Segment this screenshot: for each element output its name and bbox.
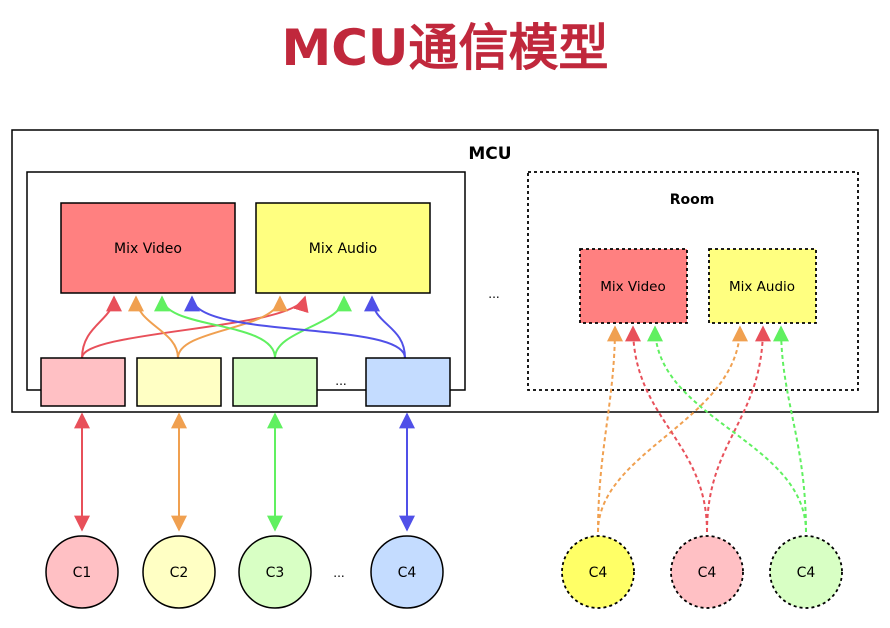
port-c4 bbox=[365, 357, 451, 407]
port-c3 bbox=[232, 357, 318, 407]
room-mix-audio-label: Mix Audio bbox=[729, 279, 795, 295]
room-client-green-label: C4 bbox=[797, 565, 816, 581]
clients-ellipsis: ... bbox=[333, 566, 344, 580]
room-box bbox=[527, 171, 859, 391]
stream-blue-video bbox=[184, 295, 406, 359]
client-c1 bbox=[45, 535, 119, 609]
mix-audio-label: Mix Audio bbox=[309, 241, 378, 257]
client-c3-label: C3 bbox=[266, 565, 285, 581]
stream-red-video bbox=[81, 295, 122, 359]
mcu-ellipsis: ... bbox=[488, 287, 499, 301]
room-stream-yellow-video bbox=[597, 325, 623, 533]
room-mix-video-label: Mix Video bbox=[600, 279, 666, 295]
room-client-red bbox=[670, 535, 744, 609]
room-stream-yellow-audio bbox=[597, 325, 748, 533]
room-stream-red-audio bbox=[706, 325, 771, 533]
stream-green-video bbox=[154, 295, 276, 359]
client-c4-label: C4 bbox=[398, 565, 417, 581]
stream-red-audio bbox=[81, 295, 309, 359]
port-c1 bbox=[40, 357, 126, 407]
room-client-yellow-label: C4 bbox=[589, 565, 608, 581]
client-c1-label: C1 bbox=[73, 565, 92, 581]
mix-video-box bbox=[60, 202, 236, 294]
client-c4 bbox=[370, 535, 444, 609]
stream-blue-audio bbox=[364, 295, 406, 359]
room-stream-green-audio bbox=[773, 325, 807, 533]
stream-green-audio bbox=[274, 295, 352, 359]
room-client-yellow bbox=[561, 535, 635, 609]
client-c2 bbox=[142, 535, 216, 609]
port-c2 bbox=[136, 357, 222, 407]
room-mix-video-box bbox=[579, 248, 688, 324]
stream-orange-video bbox=[128, 295, 179, 359]
ports-ellipsis: ... bbox=[335, 374, 346, 388]
mix-container bbox=[26, 171, 466, 391]
page-title: MCU通信模型 bbox=[281, 19, 609, 77]
client-c3 bbox=[238, 535, 312, 609]
mix-audio-box bbox=[255, 202, 431, 294]
room-label: Room bbox=[670, 192, 715, 208]
room-stream-red-video bbox=[625, 325, 708, 533]
client-c2-label: C2 bbox=[170, 565, 189, 581]
mix-video-label: Mix Video bbox=[114, 241, 182, 257]
room-client-red-label: C4 bbox=[698, 565, 717, 581]
room-client-green bbox=[769, 535, 843, 609]
room-mix-audio-box bbox=[708, 248, 817, 324]
mcu-label: MCU bbox=[468, 144, 511, 164]
